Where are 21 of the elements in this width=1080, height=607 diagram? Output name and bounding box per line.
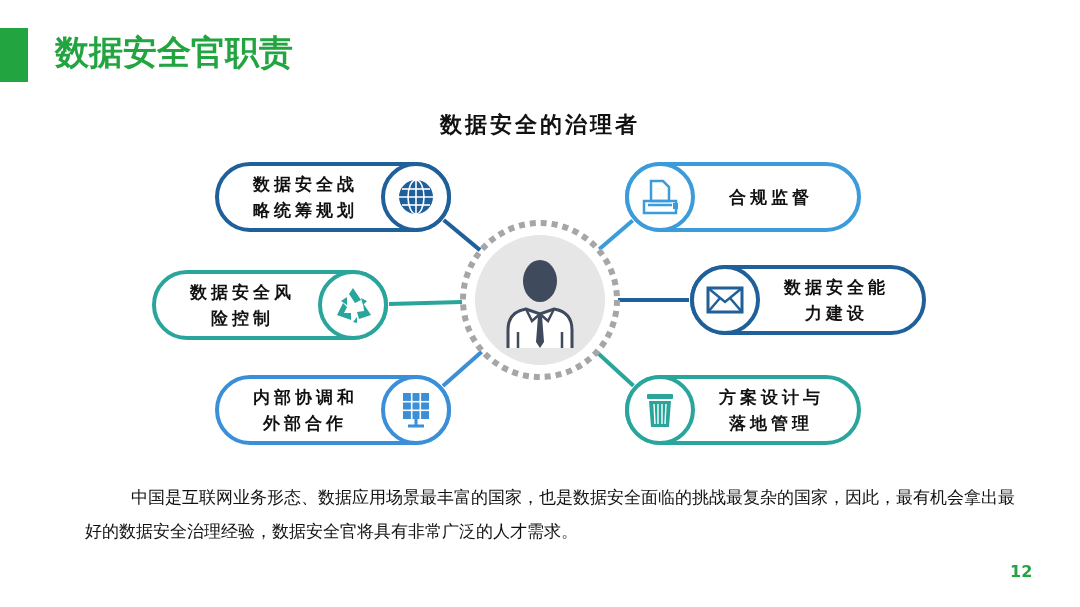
subtitle: 数据安全的治理者 [438,111,641,139]
connector-line [388,300,463,307]
pill-card [215,375,451,445]
connector-line [441,350,483,388]
pill-label: 内部协调和外部合作 [251,386,359,435]
page-number: 12 [1010,562,1033,581]
connector-line [596,351,635,388]
description-paragraph: 中国是互联网业务形态、数据应用场景最丰富的国家，也是数据安全面临的挑战最复杂的国家，因此，最有机会拿出最好的数据安全治理经验，数据安全官将具有非常广泛的人才需求。 [85,486,1015,543]
person-drawing [458,218,622,382]
pill-label: 数据安全能力建设 [782,276,890,325]
pill-label: 数据安全战略统筹规划 [251,173,359,222]
connector-line [597,218,634,251]
connector-line [618,298,689,302]
pill-card [625,375,861,445]
pill-label: 合规监督 [728,186,814,209]
pill-label: 数据安全风险控制 [188,281,296,330]
pill-card [625,162,861,232]
pill-card [215,162,451,232]
title: 数据安全官职责 [55,31,293,74]
pill-label: 方案设计与落地管理 [717,386,825,435]
connector-line [442,218,482,252]
